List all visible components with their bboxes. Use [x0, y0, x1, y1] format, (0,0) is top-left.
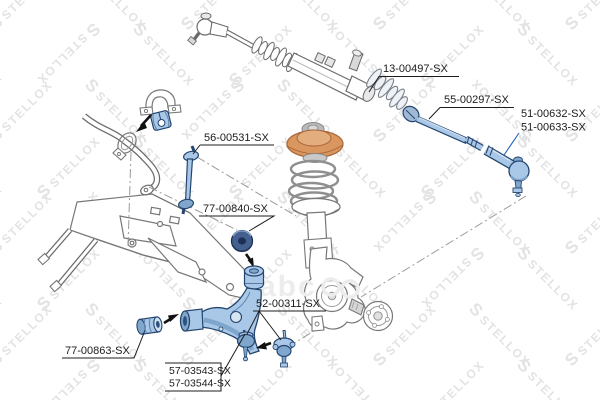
faint-watermark-circle: [321, 277, 341, 297]
inner-tie-rod-drawing: [402, 105, 484, 152]
part-label-rack[interactable]: 13-00497-SX: [383, 63, 448, 75]
control-arm-drawing: [179, 265, 265, 362]
part-label-stab-link[interactable]: 56-00531-SX: [204, 132, 269, 144]
faint-watermark-fragment: abc: [259, 270, 317, 303]
arm-rear-bushing-drawing: [230, 229, 254, 253]
arm-front-bushing-drawing: [136, 316, 163, 335]
subframe-drawing: [69, 193, 264, 301]
ball-joint-arrow: [256, 341, 272, 350]
part-label-tie-rod-end-a[interactable]: 51-00632-SX: [521, 108, 586, 120]
part-label-control-arm-a[interactable]: 57-03543-SX: [169, 365, 231, 377]
ball-joint-drawing: [272, 329, 296, 368]
wheel-hub-drawing: [348, 298, 394, 332]
part-label-tie-rod-end-b-selected[interactable]: 51-00633-SX: [521, 122, 586, 134]
steering-rack-drawing: [187, 12, 408, 110]
tie-rod-end-drawing: [483, 145, 530, 197]
highlight-label-leader: [503, 132, 520, 156]
strut-assembly-drawing: [286, 122, 344, 269]
stabilizer-bracket-drawing: [139, 89, 182, 116]
part-label-control-arm-b[interactable]: 57-03544-SX: [169, 378, 231, 390]
label-leaders: [62, 76, 514, 392]
arm-rear-bushing-arrow: [244, 253, 254, 268]
part-label-arm-rear-bushing[interactable]: 77-00840-SX: [203, 203, 268, 215]
part-label-ball-joint[interactable]: 52-00311-SX: [256, 298, 321, 310]
stabilizer-bar-drawing: [81, 113, 161, 196]
part-label-arm-front-bushing[interactable]: 77-00863-SX: [65, 345, 130, 357]
faint-watermark-circle: [340, 279, 360, 299]
subframe-arms: [37, 228, 99, 293]
part-label-inner-tie-rod[interactable]: 55-00297-SX: [444, 94, 509, 106]
stabilizer-bushing-arrow: [136, 114, 152, 132]
arm-front-bushing-arrow: [163, 314, 179, 325]
stabilizer-link-drawing: [178, 145, 199, 215]
stabilizer-bushing-drawing: [150, 110, 172, 131]
